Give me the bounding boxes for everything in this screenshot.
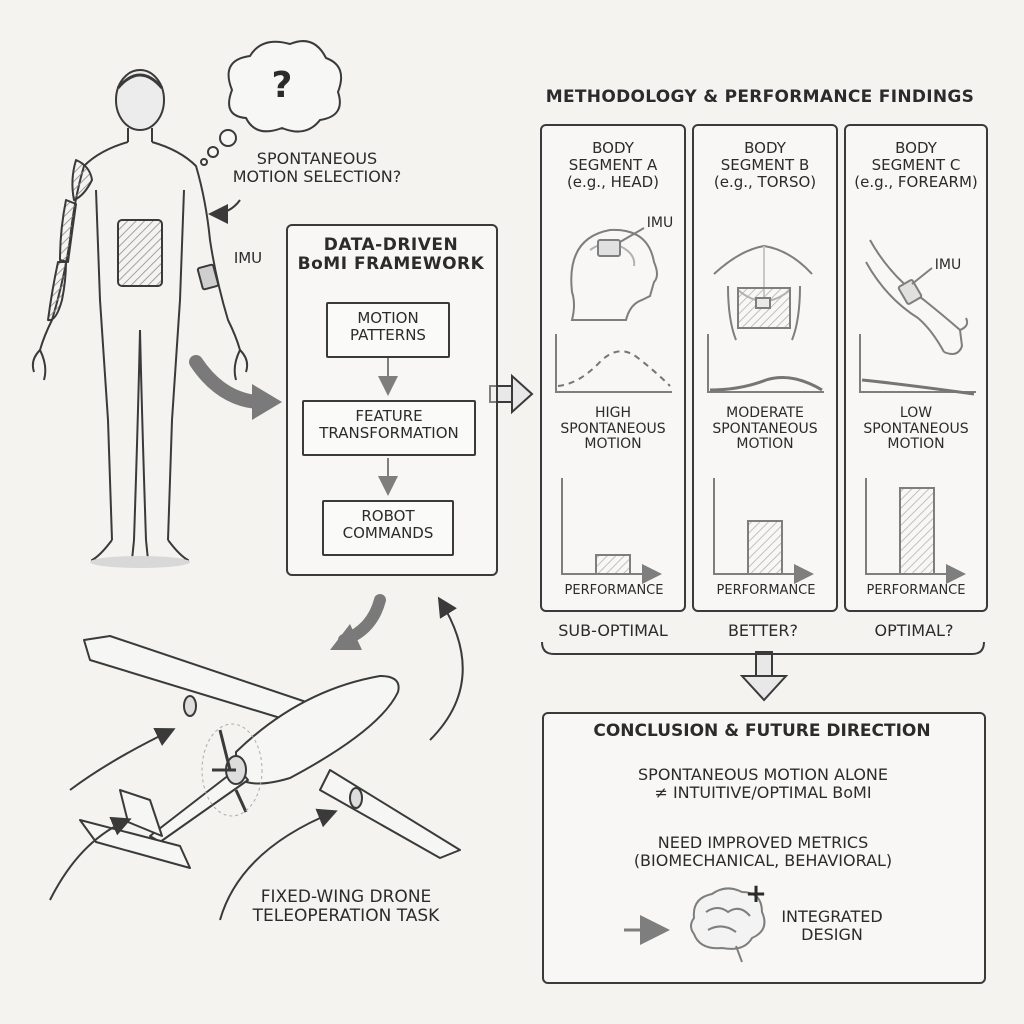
- segment-c-performance-bar: [899, 487, 935, 575]
- segment-a-imu-label: IMU: [646, 215, 674, 231]
- human-figure: [31, 69, 249, 568]
- drone-caption: FIXED-WING DRONE TELEOPERATION TASK: [252, 887, 440, 927]
- arrow-to-conclusion: [739, 651, 789, 702]
- step-motion-patterns: [326, 302, 450, 358]
- segment-a-performance-bar: [595, 554, 631, 575]
- verdict-bracket: [541, 641, 985, 655]
- conclusion-title: CONCLUSION & FUTURE DIRECTION: [593, 721, 931, 741]
- plus-sign: +: [745, 879, 767, 909]
- segment-charts: [555, 334, 976, 584]
- thought-question-mark: ?: [271, 65, 293, 106]
- forearm-sketch: [865, 239, 969, 355]
- head-sketch: [570, 227, 658, 321]
- segment-c-motion-axes: [859, 334, 976, 393]
- arrow-to-methodology: [489, 373, 534, 415]
- conclusion-line2: NEED IMPROVED METRICS (BIOMECHANICAL, BE…: [633, 833, 893, 870]
- step-robot-commands: [322, 500, 454, 556]
- segment-c-title: BODY SEGMENT C (e.g., FOREARM): [854, 139, 978, 191]
- segment-a-motion-curve: [557, 350, 671, 387]
- step-feature-transformation: [302, 400, 476, 456]
- segment-c-motion-curve: [861, 378, 975, 396]
- segment-b-performance-bar: [747, 520, 783, 575]
- segment-c-panel: [844, 124, 988, 612]
- segment-b-motion: MODERATE SPONTANEOUS MOTION: [712, 405, 818, 453]
- imu-on-wrist: [196, 263, 220, 291]
- segment-a-title: BODY SEGMENT A (e.g., HEAD): [566, 139, 660, 191]
- brain-icon: [690, 887, 766, 963]
- step-motion-patterns-label: MOTION PATTERNS: [350, 309, 426, 344]
- segment-c-motion: LOW SPONTANEOUS MOTION: [863, 405, 969, 453]
- segment-b-motion-axes: [707, 334, 824, 393]
- conclusion-panel: [542, 712, 986, 984]
- verdict-sub-optimal: SUB-OPTIMAL: [558, 621, 668, 640]
- segment-b-motion-curve: [709, 376, 823, 392]
- segment-a-panel: [540, 124, 686, 612]
- segment-c-imu-label: IMU: [934, 257, 962, 273]
- integrated-design-label: INTEGRATED DESIGN: [781, 907, 883, 944]
- segment-a-perf-label: PERFORMANCE: [564, 583, 664, 598]
- segment-b-perf-label: PERFORMANCE: [716, 583, 816, 598]
- conclusion-line1: SPONTANEOUS MOTION ALONE ≠ INTUITIVE/OPT…: [638, 765, 888, 802]
- fixed-wing-drone: [79, 635, 461, 869]
- segment-a-motion-axes: [555, 334, 672, 393]
- verdict-better: BETTER?: [727, 621, 799, 640]
- human-imu-label: IMU: [233, 249, 263, 267]
- thought-caption: SPONTANEOUS MOTION SELECTION?: [232, 149, 402, 186]
- segment-b-title: BODY SEGMENT B (e.g., TORSO): [713, 139, 817, 191]
- segment-c-perf-label: PERFORMANCE: [866, 583, 966, 598]
- segment-b-panel: [692, 124, 838, 612]
- framework-title: DATA-DRIVEN BoMI FRAMEWORK: [297, 235, 485, 275]
- thought-bubble: [200, 40, 342, 166]
- step-feature-transformation-label: FEATURE TRANSFORMATION: [319, 407, 459, 442]
- methodology-title: METHODOLOGY & PERFORMANCE FINDINGS: [545, 87, 975, 107]
- verdict-optimal: OPTIMAL?: [874, 621, 954, 640]
- segment-a-motion: HIGH SPONTANEOUS MOTION: [560, 405, 666, 453]
- step-robot-commands-label: ROBOT COMMANDS: [342, 507, 434, 542]
- torso-sketch: [713, 244, 813, 341]
